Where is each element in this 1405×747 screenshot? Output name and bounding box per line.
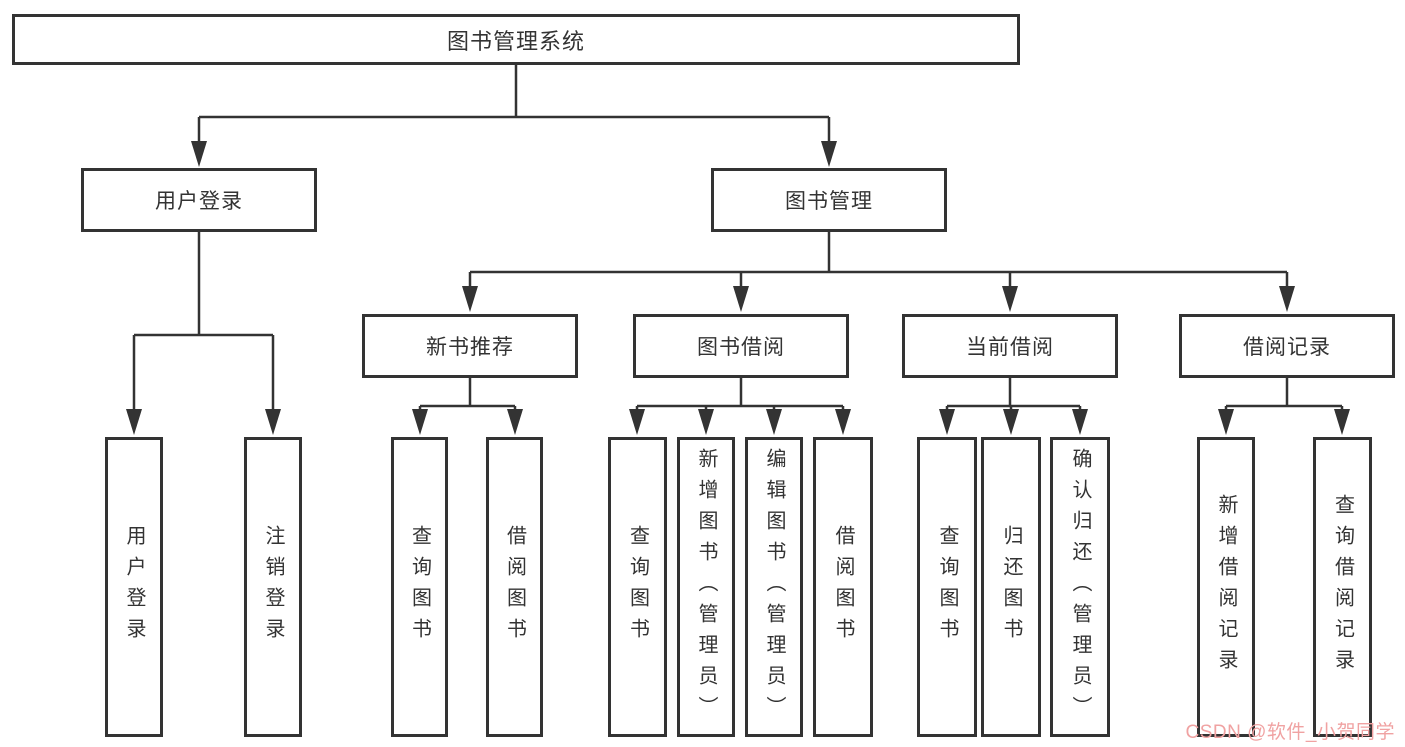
- node-return-books-label: 归还图书: [1000, 525, 1022, 649]
- node-logout-leaf-label: 注销登录: [262, 525, 284, 649]
- node-add-books-admin: 新增图书（管理员）: [677, 437, 735, 737]
- node-newbook-query-books: 查询图书: [391, 437, 448, 737]
- node-confirm-return-admin: 确认归还（管理员）: [1050, 437, 1110, 737]
- node-current-borrow-label: 当前借阅: [966, 336, 1054, 359]
- node-borrow-borrow-books: 借阅图书: [813, 437, 873, 737]
- node-add-books-admin-label: 新增图书（管理员）: [695, 447, 717, 727]
- node-confirm-return-admin-label: 确认归还（管理员）: [1069, 447, 1091, 727]
- node-edit-books-admin: 编辑图书（管理员）: [745, 437, 803, 737]
- node-logout-leaf: 注销登录: [244, 437, 302, 737]
- connector-book-mgmt-children: [462, 232, 1295, 312]
- node-book-borrow: 图书借阅: [633, 314, 849, 378]
- node-newbook-query-books-label: 查询图书: [408, 525, 431, 649]
- node-add-borrow-record-label: 新增借阅记录: [1215, 494, 1237, 680]
- node-query-borrow-record: 查询借阅记录: [1313, 437, 1372, 737]
- node-borrow-records-label: 借阅记录: [1243, 336, 1331, 359]
- node-edit-books-admin-label: 编辑图书（管理员）: [763, 447, 785, 727]
- node-book-mgmt: 图书管理: [711, 168, 947, 232]
- node-book-mgmt-label: 图书管理: [785, 190, 873, 213]
- node-borrow-query-books-label: 查询图书: [626, 525, 649, 649]
- csdn-watermark: CSDN @软件_小贺同学: [1185, 722, 1395, 743]
- node-root: 图书管理系统: [12, 14, 1020, 65]
- node-current-borrow: 当前借阅: [902, 314, 1118, 378]
- connector-borrow-records-children: [1218, 378, 1350, 435]
- node-borrow-records: 借阅记录: [1179, 314, 1395, 378]
- node-borrow-borrow-books-label: 借阅图书: [832, 525, 854, 649]
- node-current-query-books-label: 查询图书: [936, 525, 958, 649]
- node-add-borrow-record: 新增借阅记录: [1197, 437, 1255, 737]
- node-book-borrow-label: 图书借阅: [697, 336, 785, 359]
- node-user-login-leaf: 用户登录: [105, 437, 163, 737]
- node-root-label: 图书管理系统: [446, 28, 585, 54]
- connector-user-login-children: [126, 232, 281, 435]
- connector-root-to-level2: [191, 65, 837, 167]
- node-borrow-query-books: 查询图书: [608, 437, 667, 737]
- connector-book-borrow-children: [629, 378, 851, 435]
- node-new-book-recommend-label: 新书推荐: [426, 336, 514, 359]
- node-user-login-label: 用户登录: [155, 190, 243, 213]
- node-newbook-borrow-books-label: 借阅图书: [503, 525, 526, 649]
- node-user-login: 用户登录: [81, 168, 317, 232]
- node-new-book-recommend: 新书推荐: [362, 314, 578, 378]
- node-query-borrow-record-label: 查询借阅记录: [1331, 494, 1354, 680]
- node-newbook-borrow-books: 借阅图书: [486, 437, 543, 737]
- node-user-login-leaf-label: 用户登录: [123, 525, 145, 649]
- node-return-books: 归还图书: [981, 437, 1041, 737]
- connector-new-book-children: [412, 378, 523, 435]
- node-current-query-books: 查询图书: [917, 437, 977, 737]
- connector-current-borrow-children: [939, 378, 1088, 435]
